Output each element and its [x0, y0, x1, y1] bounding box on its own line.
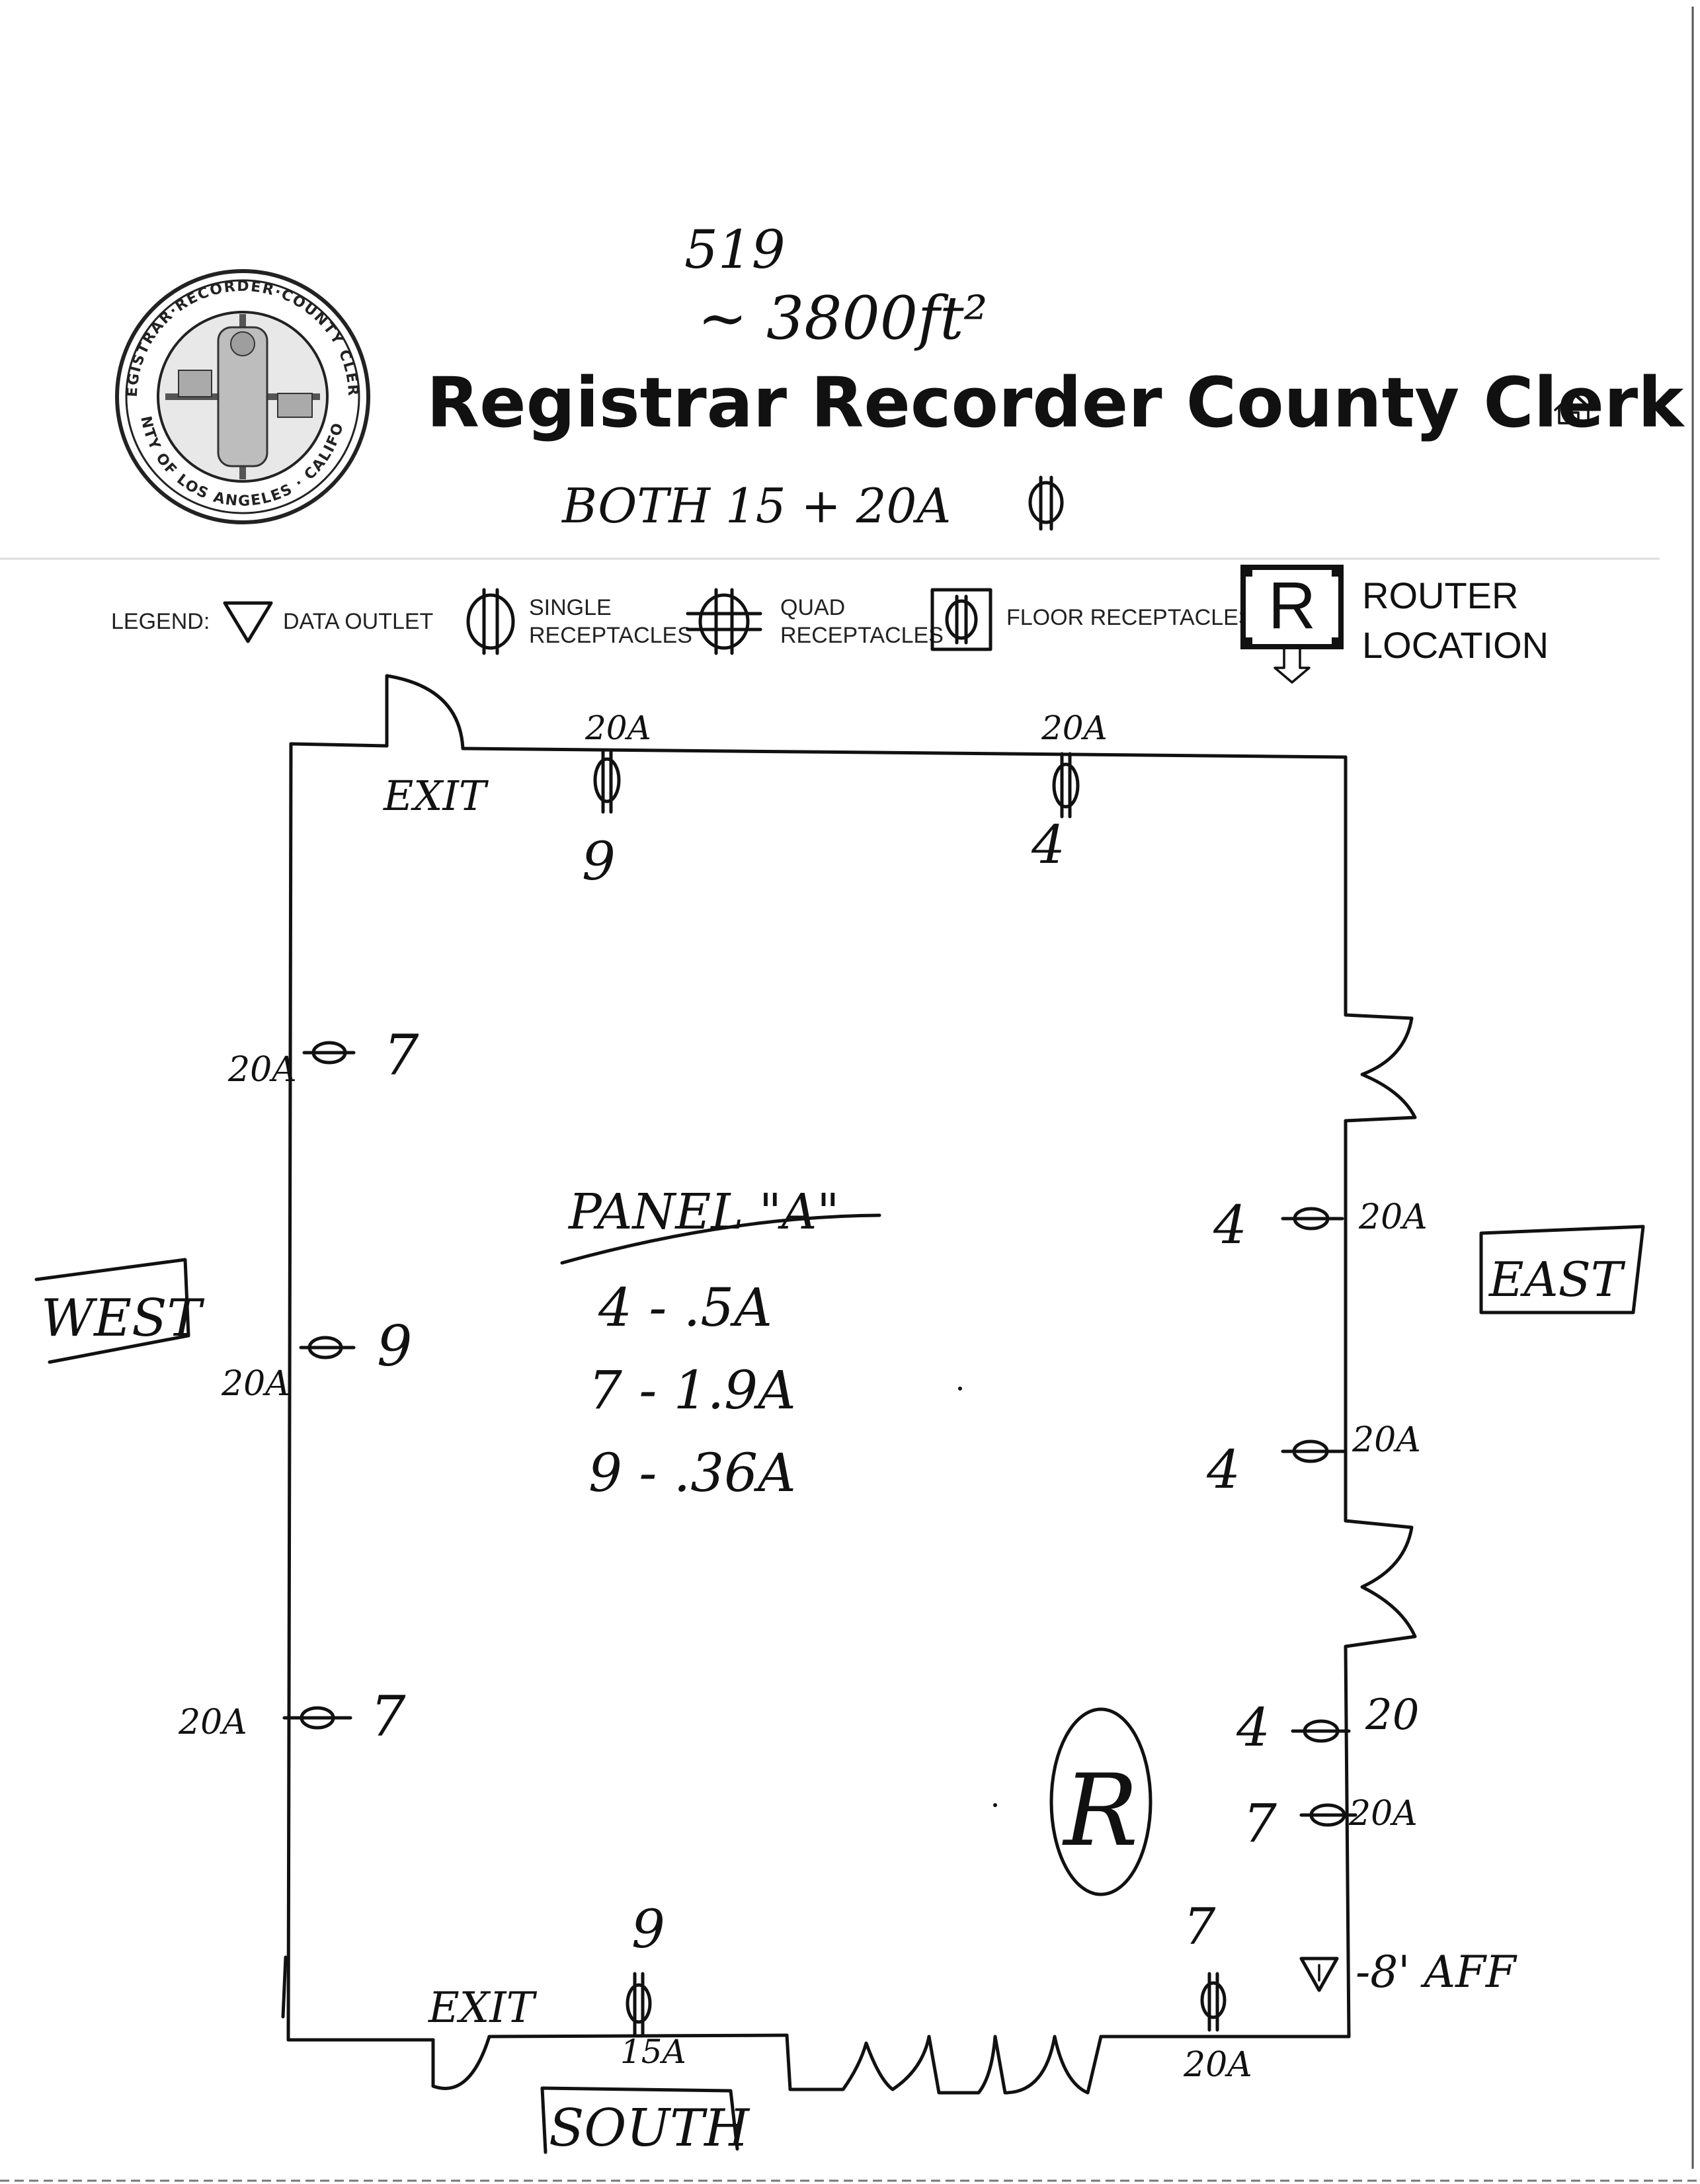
top-receptacle-2-amp: 20A	[1041, 709, 1108, 747]
panel-line-2: 7 - 1.9A	[588, 1359, 796, 1421]
bottom-receptacle-2-amp: 20A	[1183, 2045, 1252, 2085]
router-legend-letter: R	[1268, 569, 1316, 643]
router-legend-icon: R	[1240, 565, 1344, 684]
panel-a-note: PANEL "A" 4 - .5A 7 - 1.9A 9 - .36A	[560, 1184, 881, 1504]
router-location-letter: R	[1062, 1754, 1139, 1869]
top-receptacle-2: 20A 4	[1031, 709, 1108, 875]
top-receptacle-2-circuit: 4	[1031, 814, 1065, 875]
note-area: ~ 3800ft²	[698, 284, 988, 353]
county-seal-logo: REGISTRAR·RECORDER·COUNTY CLERK COUNTY O…	[0, 0, 370, 524]
top-receptacle-1: 20A 9	[582, 709, 651, 892]
bottom-receptacle-2: 7 20A	[1183, 1897, 1252, 2085]
east-receptacle-4-amp: 20A	[1348, 1794, 1418, 1834]
bottom-receptacle-1-circuit: 9	[631, 1898, 665, 1960]
east-receptacle-3: 4 20	[1236, 1691, 1419, 1758]
legend-quad-1: QUAD	[780, 595, 845, 620]
bottom-receptacle-2-circuit: 7	[1184, 1897, 1216, 1956]
south-label: SOUTH	[549, 2099, 750, 2158]
bottom-exit-door	[431, 2035, 491, 2090]
east-receptacle-1: 4 20A	[1213, 1194, 1428, 1256]
note-floor-receptacle-icon	[1028, 475, 1064, 531]
east-receptacle-4-circuit: 7	[1243, 1793, 1277, 1854]
east-receptacle-1-circuit: 4	[1213, 1194, 1247, 1256]
legend-label: LEGEND:	[111, 609, 210, 634]
east-receptacle-3-amp: 20	[1365, 1691, 1419, 1740]
east-label: EAST	[1488, 1252, 1626, 1307]
home-icon	[1554, 391, 1594, 425]
top-receptacle-1-circuit: 9	[582, 830, 616, 892]
west-receptacle-1-circuit: 7	[384, 1023, 419, 1088]
legend: LEGEND: DATA OUTLET SINGLE RECEPTACLES Q…	[111, 565, 1549, 684]
room-outline	[281, 674, 1417, 2095]
legend-router-2: LOCATION	[1362, 624, 1549, 666]
south-label-box: SOUTH	[540, 2086, 750, 2158]
data-outlet-icon	[1299, 1957, 1339, 1992]
east-receptacle-2: 4 20A	[1206, 1420, 1421, 1500]
west-receptacle-3-amp: 20A	[178, 1703, 247, 1742]
legend-data-outlet: DATA OUTLET	[283, 609, 433, 634]
page-title: Registrar Recorder County Clerk	[426, 362, 1685, 443]
east-window-1	[1344, 1013, 1417, 1123]
east-label-box: EAST	[1479, 1225, 1645, 1314]
legend-floor: FLOOR RECEPTACLES	[1006, 605, 1253, 630]
top-exit-label: EXIT	[383, 772, 489, 820]
data-outlet-legend-icon	[223, 601, 273, 643]
router-location-marker: R	[1049, 1707, 1153, 1896]
west-label: WEST	[41, 1289, 205, 1348]
east-receptacle-2-circuit: 4	[1206, 1439, 1240, 1500]
west-receptacle-3: 20A 7	[178, 1684, 406, 1749]
west-receptacle-1-amp: 20A	[227, 1050, 297, 1090]
east-window-2	[1344, 1519, 1417, 1648]
west-receptacle-1: 20A 7	[227, 1023, 419, 1090]
bottom-receptacle-1: 9 15A	[620, 1898, 686, 2071]
floor-receptacle-legend-icon	[930, 588, 992, 651]
west-receptacle-2: 20A 9	[221, 1314, 412, 1404]
note-both-amps: BOTH 15 + 20A	[561, 478, 951, 534]
top-receptacle-1-amp: 20A	[585, 709, 651, 747]
top-exit-door	[385, 674, 465, 750]
legend-quad-2: RECEPTACLES	[780, 623, 944, 648]
note-519: 519	[684, 219, 786, 280]
east-receptacle-3-circuit: 4	[1236, 1697, 1270, 1758]
west-label-box: WEST	[34, 1258, 205, 1364]
east-receptacle-2-amp: 20A	[1352, 1420, 1421, 1460]
legend-router-1: ROUTER	[1362, 575, 1518, 616]
east-receptacle-1-amp: 20A	[1358, 1197, 1428, 1237]
bottom-exit-label: EXIT	[428, 1984, 538, 2033]
panel-line-1: 4 - .5A	[598, 1277, 772, 1338]
west-receptacle-2-amp: 20A	[221, 1364, 290, 1404]
single-receptacle-legend-icon	[466, 588, 515, 655]
data-outlet: -8' AFF	[1299, 1947, 1518, 1998]
west-receptacle-2-circuit: 9	[377, 1314, 412, 1379]
south-windows	[785, 2033, 1103, 2095]
east-receptacle-4: 7 20A	[1243, 1793, 1418, 1854]
data-outlet-note: -8' AFF	[1356, 1947, 1518, 1998]
panel-line-3: 9 - .36A	[588, 1442, 796, 1504]
bottom-receptacle-1-amp: 15A	[620, 2033, 686, 2071]
west-receptacle-3-circuit: 7	[370, 1684, 406, 1749]
legend-single-1: SINGLE	[529, 595, 612, 620]
quad-receptacle-legend-icon	[686, 588, 762, 655]
legend-single-2: RECEPTACLES	[529, 623, 692, 648]
